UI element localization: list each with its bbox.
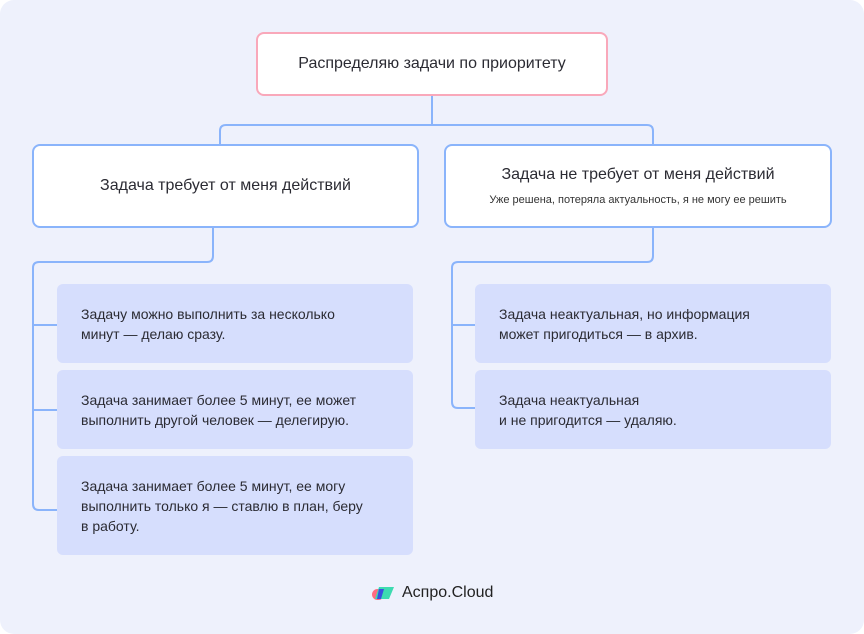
connector-root xyxy=(219,96,654,144)
right-branch-title: Задача не требует от меня действий xyxy=(501,166,775,183)
brand-name: Аспро.Cloud xyxy=(402,584,494,601)
left-item-card: Задача занимает более 5 минут, ее могу в… xyxy=(57,456,413,555)
left-item-card: Задачу можно выполнить за несколько мину… xyxy=(57,284,413,363)
root-label: Распределяю задачи по приоритету xyxy=(298,55,566,72)
right-branch-node: Задача не требует от меня действий Уже р… xyxy=(444,144,832,228)
left-branch-title: Задача требует от меня действий xyxy=(100,177,351,194)
right-branch-subtitle: Уже решена, потеряла актуальность, я не … xyxy=(489,194,787,206)
brand-logo: Аспро.Cloud xyxy=(372,584,493,602)
root-node: Распределяю задачи по приоритету xyxy=(256,32,608,96)
connector-left xyxy=(32,228,214,511)
right-item-card: Задача неактуальная и не пригодится — уд… xyxy=(475,370,831,449)
connector-right xyxy=(451,228,654,409)
right-item-card: Задача неактуальная, но информация может… xyxy=(475,284,831,363)
left-item-card: Задача занимает более 5 минут, ее может … xyxy=(57,370,413,449)
left-branch-node: Задача требует от меня действий xyxy=(32,144,419,228)
brand-logo-icon xyxy=(372,587,394,600)
